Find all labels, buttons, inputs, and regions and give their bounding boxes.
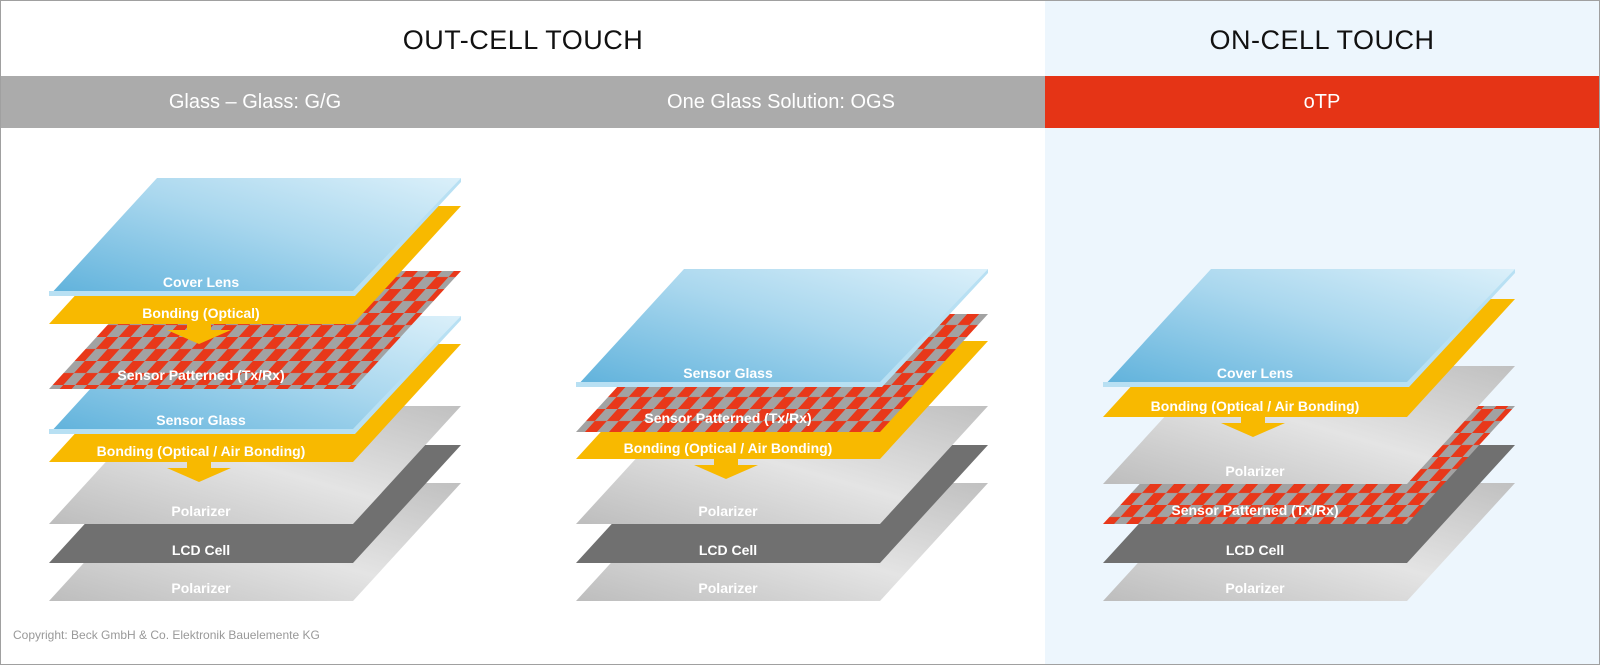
layer-glass: Sensor Glass (576, 269, 988, 387)
on-cell-subheader-bar (1045, 76, 1599, 128)
down-arrow-icon (167, 468, 231, 482)
bonding-arrow-stem (1241, 415, 1265, 423)
layer-label: LCD Cell (699, 542, 757, 558)
layer-label: Cover Lens (163, 274, 239, 290)
layer-label: Bonding (Optical / Air Bonding) (1151, 398, 1360, 414)
layer-label: Bonding (Optical) (142, 305, 259, 321)
layer-label: Sensor Patterned (Tx/Rx) (117, 367, 284, 383)
glass-plate (1103, 269, 1515, 387)
glass-plate (576, 269, 988, 387)
bonding-arrow-stem (187, 322, 211, 330)
layer-label: Polarizer (171, 503, 231, 519)
layer-label: Bonding (Optical / Air Bonding) (624, 440, 833, 456)
down-arrow-icon (167, 330, 231, 344)
layer-glass: Cover Lens (49, 178, 461, 296)
out-cell-title: OUT-CELL TOUCH (402, 25, 644, 55)
layer-label: Polarizer (1225, 580, 1285, 596)
down-arrow-icon (1221, 423, 1285, 437)
layer-label: Polarizer (1225, 463, 1285, 479)
stack-title-gg: Glass – Glass: G/G (168, 91, 342, 113)
layer-label: Sensor Patterned (Tx/Rx) (1171, 502, 1338, 518)
layer-label: Sensor Glass (156, 412, 246, 428)
stack-title-otp: oTP (1303, 91, 1341, 113)
down-arrow-icon (694, 465, 758, 479)
bonding-arrow-stem (187, 460, 211, 468)
layer-label: LCD Cell (1226, 542, 1284, 558)
layer-label: Polarizer (698, 580, 758, 596)
layer-label: Sensor Glass (683, 365, 773, 381)
layer-label: LCD Cell (172, 542, 230, 558)
layer-label: Polarizer (171, 580, 231, 596)
stack-title-ogs: One Glass Solution: OGS (667, 91, 895, 113)
out-cell-subheader-bar (1, 76, 1045, 128)
bonding-arrow-stem (714, 457, 738, 465)
layer-label: Bonding (Optical / Air Bonding) (97, 443, 306, 459)
layer-label: Polarizer (698, 503, 758, 519)
layer-glass: Cover Lens (1103, 269, 1515, 387)
glass-plate (49, 178, 461, 296)
layer-label: Cover Lens (1217, 365, 1293, 381)
on-cell-title: ON-CELL TOUCH (1209, 25, 1435, 55)
layer-label: Sensor Patterned (Tx/Rx) (644, 410, 811, 426)
copyright-text: Copyright: Beck GmbH & Co. Elektronik Ba… (13, 628, 320, 642)
